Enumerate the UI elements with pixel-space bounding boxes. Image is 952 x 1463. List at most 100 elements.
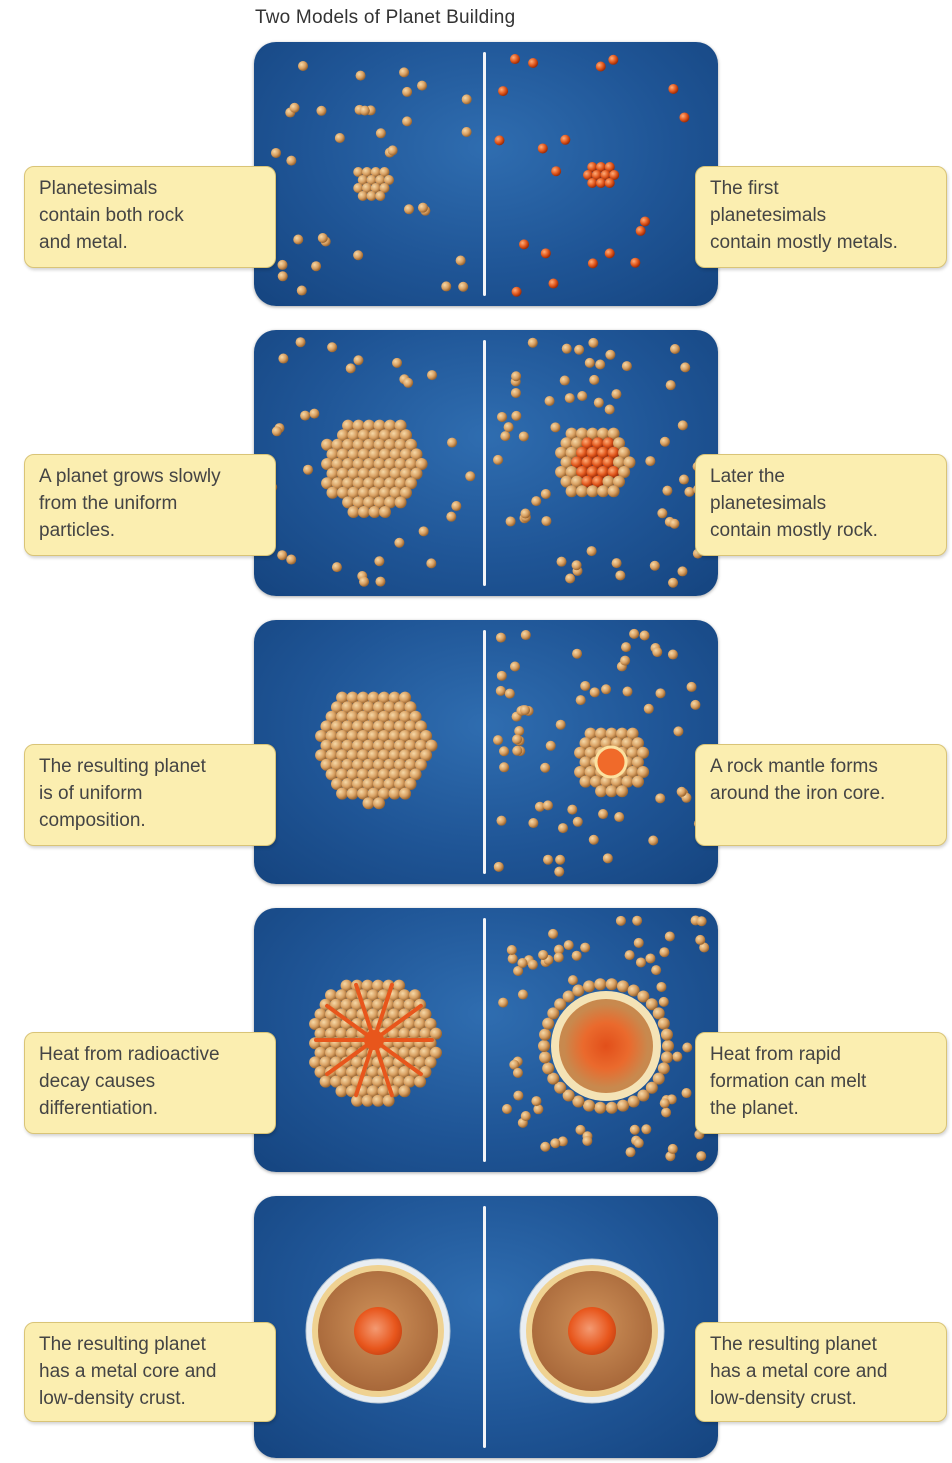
rock-particle — [446, 512, 456, 522]
rock-particle — [311, 261, 321, 271]
rock-particle — [358, 191, 368, 201]
rock-particle — [653, 1007, 665, 1019]
rock-particle — [520, 509, 530, 519]
rock-particle — [580, 776, 592, 788]
rock-particle — [597, 485, 609, 497]
metal-particle — [679, 112, 689, 122]
rock-particle — [402, 87, 412, 97]
rock-particle — [648, 836, 658, 846]
rock-particle — [458, 282, 468, 292]
rock-particle — [595, 360, 605, 370]
rock-particle — [623, 687, 633, 697]
rock-particle — [580, 681, 590, 691]
rock-particle — [550, 1138, 560, 1148]
rock-particle — [399, 788, 411, 800]
rock-particle — [277, 260, 287, 270]
rock-particle — [611, 389, 621, 399]
rock-particle — [528, 960, 538, 970]
rock-particle — [668, 578, 678, 588]
rock-particle — [290, 103, 300, 113]
divider-row-2 — [483, 340, 486, 586]
rock-particle — [588, 338, 598, 348]
rock-particle — [668, 1144, 678, 1154]
rock-particle — [403, 378, 413, 388]
rock-particle — [278, 271, 288, 281]
rock-particle — [542, 1018, 554, 1030]
rock-particle — [658, 1062, 670, 1074]
rock-particle — [614, 812, 624, 822]
rock-particle — [662, 486, 672, 496]
rock-particle — [585, 358, 595, 368]
rock-particle — [582, 1136, 592, 1146]
rock-particle — [554, 867, 564, 877]
particles-row-1 — [254, 42, 718, 306]
rock-particle — [606, 785, 618, 797]
rock-particle — [441, 281, 451, 291]
rock-particle — [367, 191, 377, 201]
panel-row-3 — [254, 620, 718, 884]
rock-particle — [682, 1088, 692, 1098]
rock-particle — [508, 954, 518, 964]
rock-particle — [332, 562, 342, 572]
rock-particle — [547, 1073, 559, 1085]
rock-particle — [589, 835, 599, 845]
rock-particle — [513, 1068, 523, 1078]
rock-particle — [615, 570, 625, 580]
metal-particle — [596, 178, 606, 188]
rock-particle — [404, 204, 414, 214]
rock-particle — [687, 682, 697, 692]
rock-particle — [662, 1040, 674, 1052]
rock-particle — [661, 1029, 673, 1041]
metal-particle — [605, 178, 615, 188]
rock-particle — [271, 148, 281, 158]
rock-particle — [278, 354, 288, 364]
rock-particle — [512, 746, 522, 756]
rock-particle — [521, 1111, 531, 1121]
rock-particle — [673, 726, 683, 736]
metal-particle — [640, 216, 650, 226]
rock-particle — [572, 560, 582, 570]
metal-particle — [541, 248, 551, 258]
rock-particle — [572, 649, 582, 659]
rock-particle — [612, 558, 622, 568]
rock-particle — [657, 508, 667, 518]
callout-left-row-5: The resulting planet has a metal core an… — [24, 1322, 276, 1422]
rock-particle — [680, 362, 690, 372]
callout-left-row-3: The resulting planet is of uniform compo… — [24, 744, 276, 846]
rock-particle — [286, 555, 296, 565]
rock-particle — [644, 704, 654, 714]
rock-particle — [521, 630, 531, 640]
rock-particle — [605, 350, 615, 360]
rock-particle — [309, 409, 319, 419]
rock-particle — [493, 455, 503, 465]
rock-particle — [462, 127, 472, 137]
rock-particle — [677, 787, 687, 797]
rock-particle — [498, 998, 508, 1008]
rock-particle — [388, 145, 398, 155]
rock-particle — [348, 506, 360, 518]
rock-particle — [538, 950, 548, 960]
rock-particle — [651, 965, 661, 975]
metal-particle — [538, 143, 548, 153]
rock-particle — [628, 1096, 640, 1108]
panel-row-1 — [254, 42, 718, 306]
callout-left-row-4: Heat from radioactive decay causes diffe… — [24, 1032, 276, 1134]
rock-particle — [557, 557, 567, 567]
rock-particle — [682, 1042, 692, 1052]
rock-particle — [389, 788, 401, 800]
rock-particle — [587, 546, 597, 556]
callout-right-row-3: A rock mantle forms around the iron core… — [695, 744, 947, 846]
rock-particle — [507, 945, 517, 955]
rock-particle — [514, 726, 524, 736]
rock-particle — [572, 984, 584, 996]
rock-particle — [465, 471, 475, 481]
rock-particle — [594, 398, 604, 408]
rock-particle — [374, 556, 384, 566]
rock-particle — [696, 1151, 706, 1161]
rock-particle — [640, 631, 650, 641]
rock-particle — [659, 947, 669, 957]
rock-particle — [606, 978, 618, 990]
rock-particle — [497, 412, 507, 422]
divider-row-1 — [483, 52, 486, 296]
rock-particle — [576, 695, 586, 705]
